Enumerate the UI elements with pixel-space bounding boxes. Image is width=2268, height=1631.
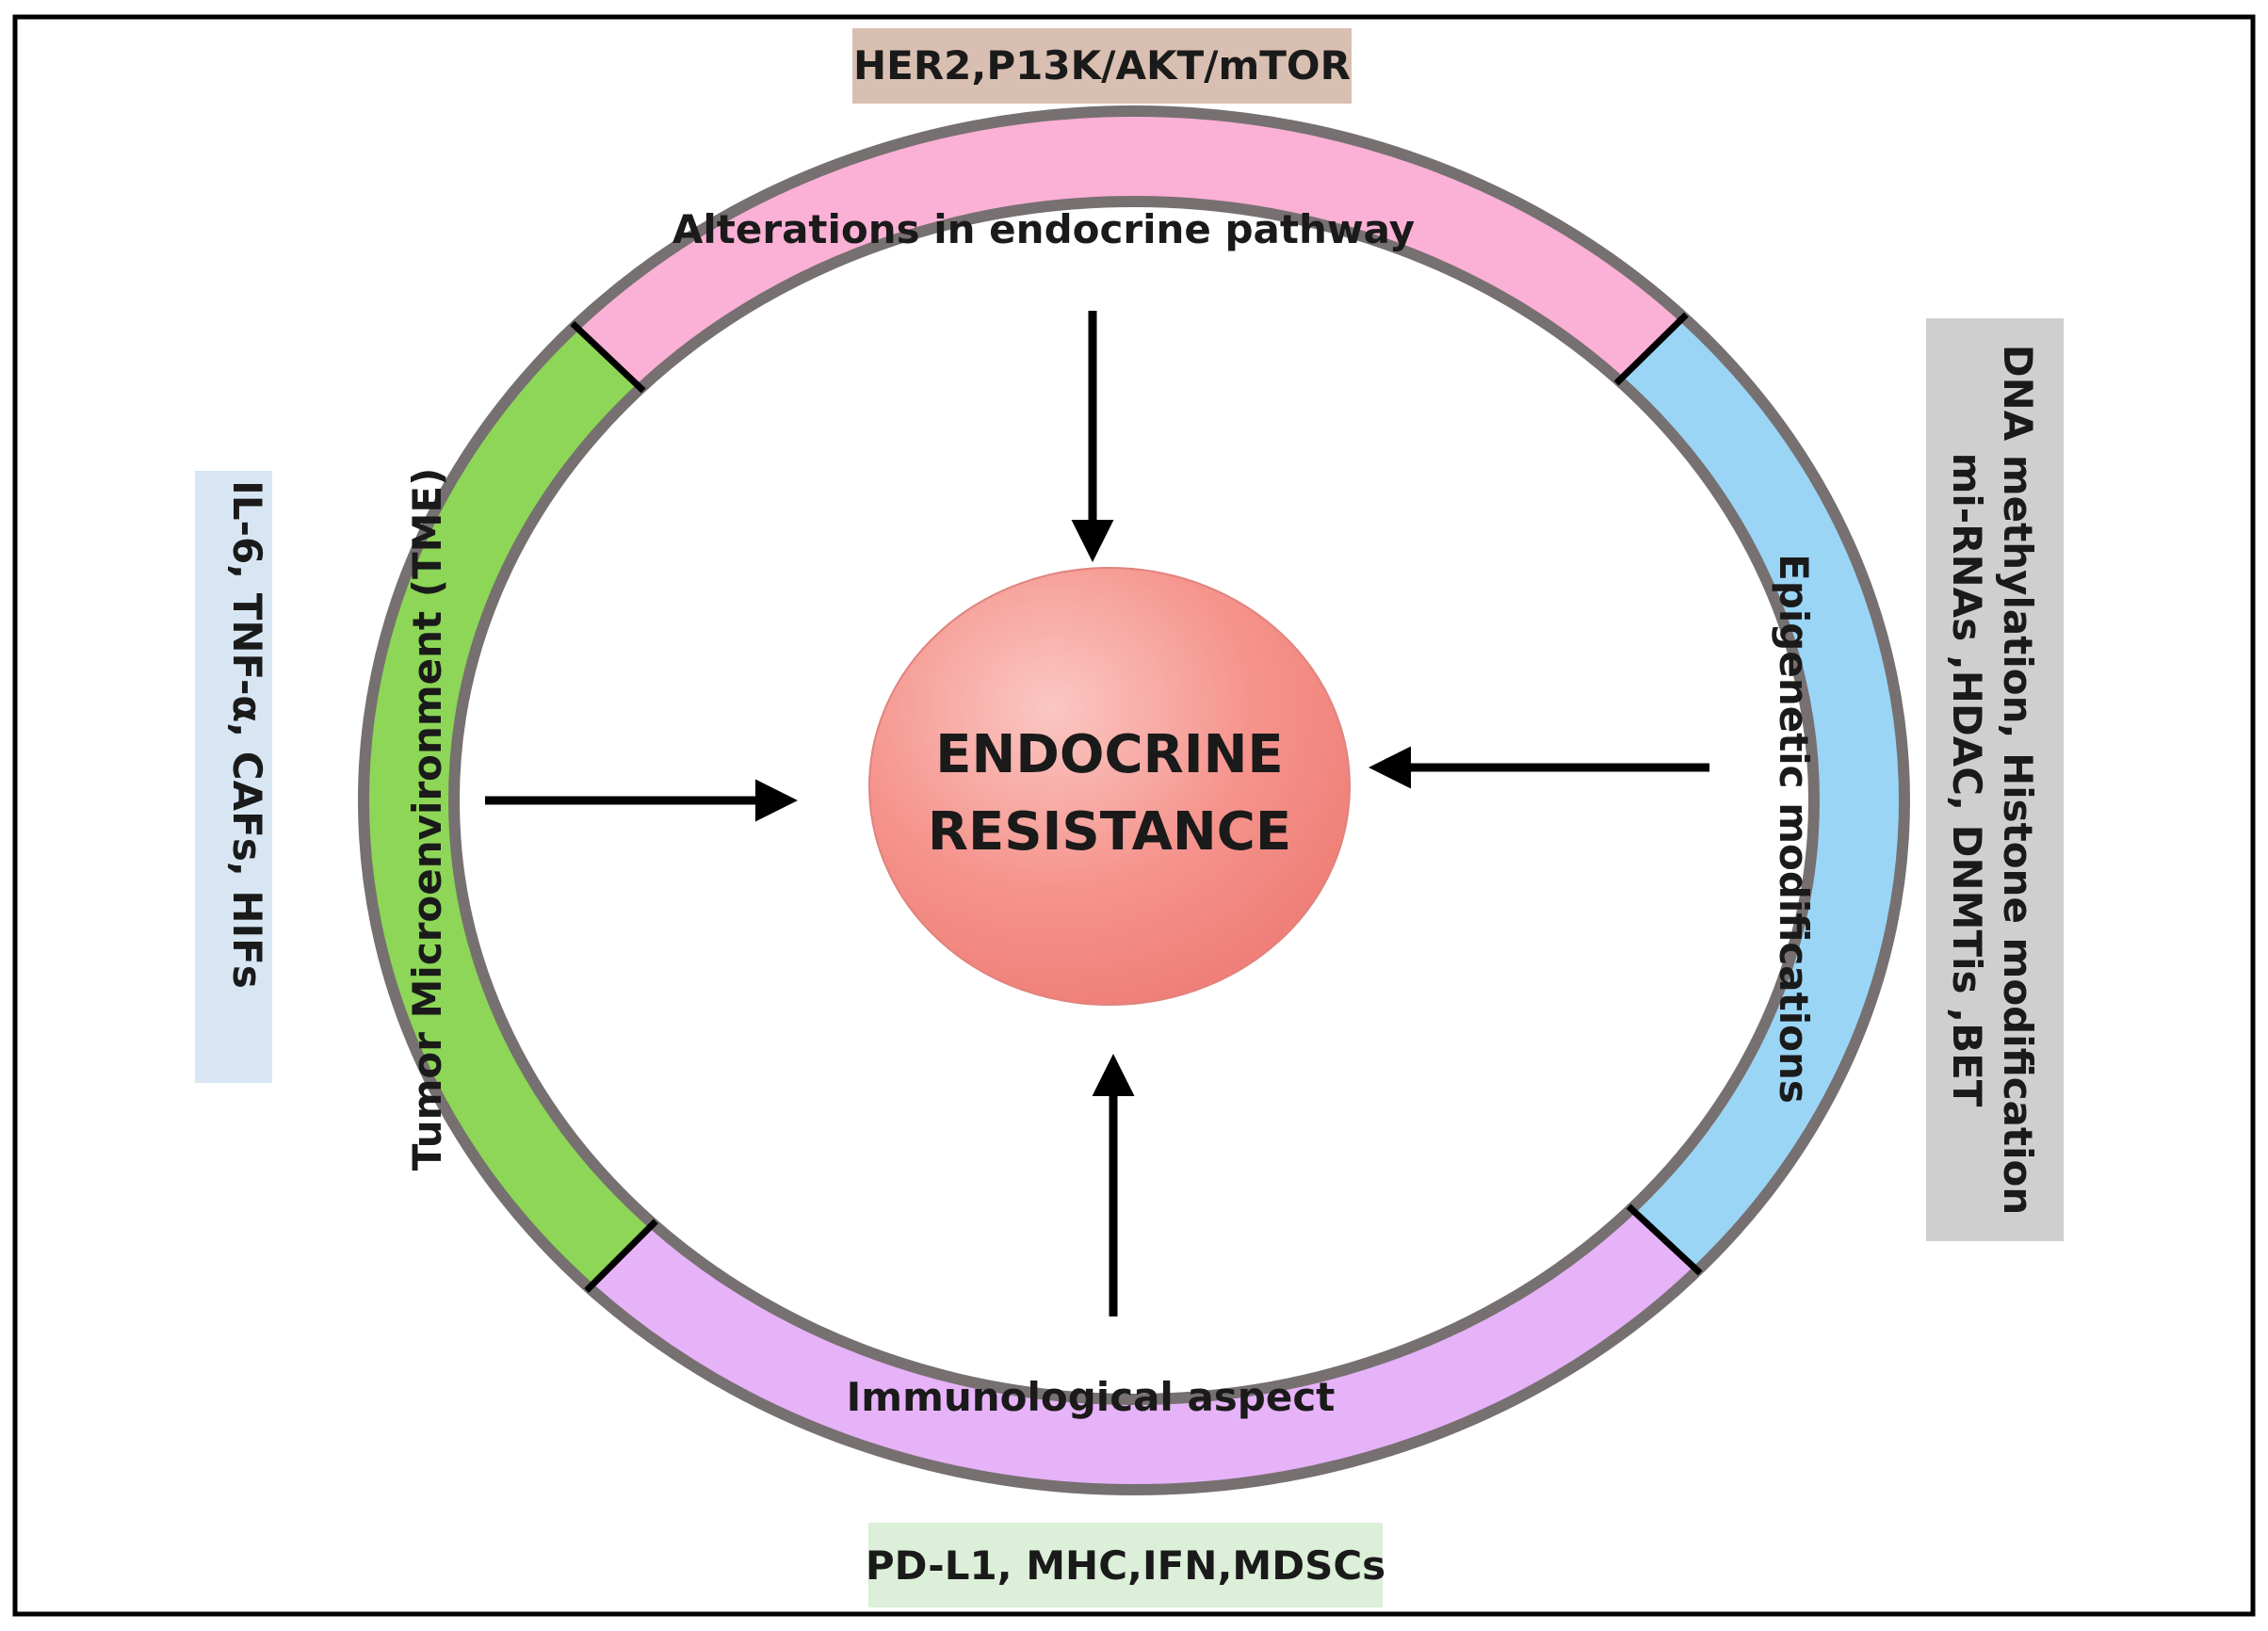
- segment-bottom: [589, 1208, 1698, 1490]
- box-top: HER2,P13K/AKT/mTOR: [852, 28, 1352, 104]
- box-right: DNA methylation, Histone modification mi…: [1926, 318, 2064, 1241]
- box-left-bg: [195, 471, 272, 1083]
- box-left: IL-6, TNF-α, CAFs, HIFs: [195, 471, 272, 1083]
- divider-right-bottom: [1626, 1203, 1703, 1276]
- box-right-text-line2: mi-RNAs ,HDAC, DNMTis ,BET: [1944, 453, 1990, 1107]
- box-left-text: IL-6, TNF-α, CAFs, HIFs: [224, 480, 270, 989]
- center-label-line1: ENDOCRINE: [935, 724, 1283, 785]
- box-top-bg: [852, 28, 1352, 104]
- segment-label-right: Epigenetic modifications: [1771, 554, 1817, 1104]
- ring-inner-border: [448, 196, 1820, 1405]
- divider-left-top: [570, 320, 646, 394]
- box-top-text: HER2,P13K/AKT/mTOR: [853, 42, 1351, 89]
- box-right-text-line1: DNA methylation, Histone modification: [1995, 345, 2041, 1215]
- segment-dividers: [570, 312, 1703, 1293]
- box-bottom-text: PD-L1, MHC,IFN,MDSCs: [866, 1542, 1385, 1589]
- segment-left: [364, 326, 654, 1288]
- segment-label-top: Alterations in endocrine pathway: [672, 206, 1415, 252]
- center-circle: [868, 567, 1351, 1006]
- segment-label-bottom: Immunological aspect: [847, 1374, 1336, 1420]
- ring: [364, 110, 1904, 1490]
- box-right-bg: [1926, 318, 2064, 1241]
- center-label-line2: RESISTANCE: [928, 801, 1291, 863]
- divider-bottom-left: [584, 1219, 658, 1293]
- divider-top-right: [1613, 312, 1689, 386]
- ring-outer-border: [358, 105, 1910, 1495]
- segment-label-left: Tumor Microenvironment (TME): [404, 468, 450, 1171]
- box-bottom: PD-L1, MHC,IFN,MDSCs: [866, 1523, 1385, 1607]
- box-bottom-bg: [868, 1523, 1383, 1607]
- segment-right: [1618, 316, 1904, 1271]
- segment-top: [575, 110, 1684, 389]
- outer-frame: [12, 14, 2256, 1617]
